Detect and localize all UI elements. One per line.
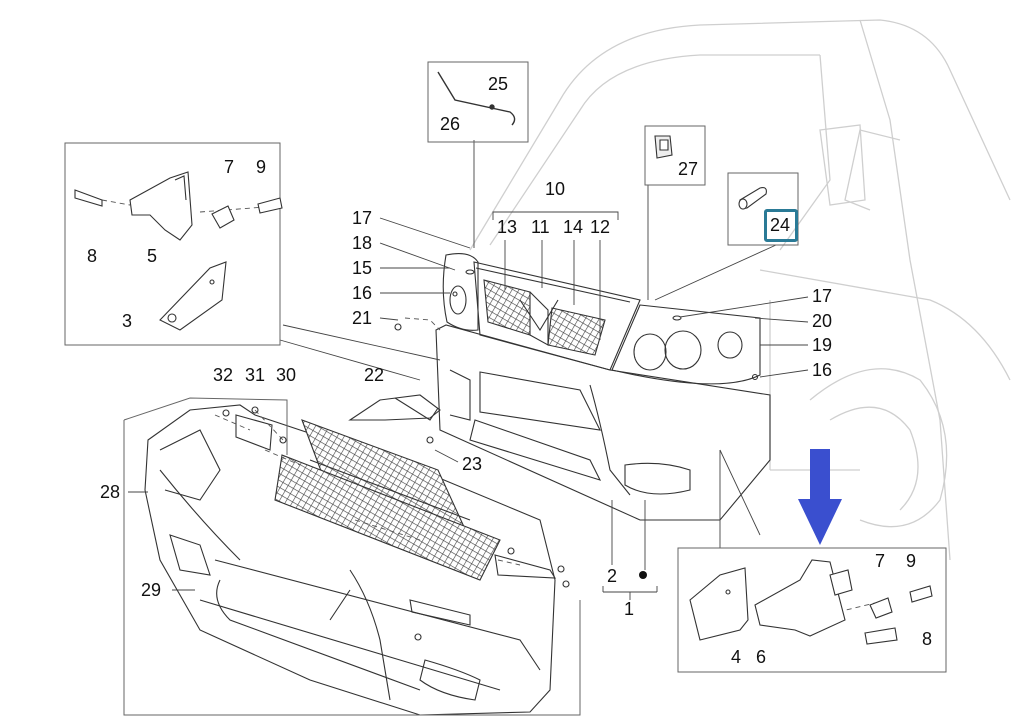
callout-1: 1 (624, 599, 635, 619)
callout-17-left: 17 (352, 208, 373, 228)
inset-right-brackets (689, 559, 933, 645)
callout-7-left: 7 (224, 157, 235, 177)
lower-bumper (144, 394, 557, 716)
callout-4: 4 (731, 647, 742, 667)
upper-front-assembly (435, 253, 771, 521)
callout-24: 24 (770, 215, 791, 235)
callout-14: 14 (563, 217, 584, 237)
callout-23: 23 (462, 454, 483, 474)
callout-29: 29 (141, 580, 162, 600)
callout-25: 25 (488, 74, 509, 94)
inset-left-brackets (74, 171, 283, 331)
inset-bushing (738, 187, 767, 210)
inset-clip (654, 135, 673, 159)
highlighted-part-frame (764, 209, 798, 242)
callout-13: 13 (497, 217, 518, 237)
callout-5: 5 (147, 246, 158, 266)
callout-20: 20 (812, 311, 833, 331)
callout-3: 3 (122, 311, 133, 331)
inset-frames (64, 61, 947, 716)
callout-21: 21 (352, 308, 373, 328)
callout-6: 6 (756, 647, 767, 667)
callout-15: 15 (352, 258, 373, 278)
callout-18: 18 (352, 233, 373, 253)
explode-lines (101, 199, 876, 613)
callout-16-left: 16 (352, 283, 373, 303)
callout-7-right: 7 (875, 551, 886, 571)
blue-arrow-icon (798, 449, 842, 545)
callout-32: 32 (213, 365, 234, 385)
callout-31: 31 (245, 365, 266, 385)
callout-30: 30 (276, 365, 297, 385)
callout-11: 11 (531, 217, 550, 237)
callout-22: 22 (364, 365, 385, 385)
callout-19: 19 (812, 335, 833, 355)
callout-26: 26 (440, 114, 461, 134)
callout-17-right: 17 (812, 286, 833, 306)
fasteners (222, 323, 570, 588)
callout-9-left: 9 (256, 157, 267, 177)
callout-27: 27 (678, 159, 699, 179)
callout-28: 28 (100, 482, 121, 502)
vehicle-outline (469, 19, 1011, 561)
callout-10: 10 (545, 179, 566, 199)
callout-16-right: 16 (812, 360, 833, 380)
callout-8-left: 8 (87, 246, 98, 266)
reference-dot (639, 571, 647, 579)
callout-2: 2 (607, 566, 618, 586)
leader-lines (128, 140, 809, 600)
callout-8-right: 8 (922, 629, 933, 649)
inset-cable (437, 71, 516, 126)
callout-12: 12 (590, 217, 611, 237)
callout-9-right: 9 (906, 551, 917, 571)
